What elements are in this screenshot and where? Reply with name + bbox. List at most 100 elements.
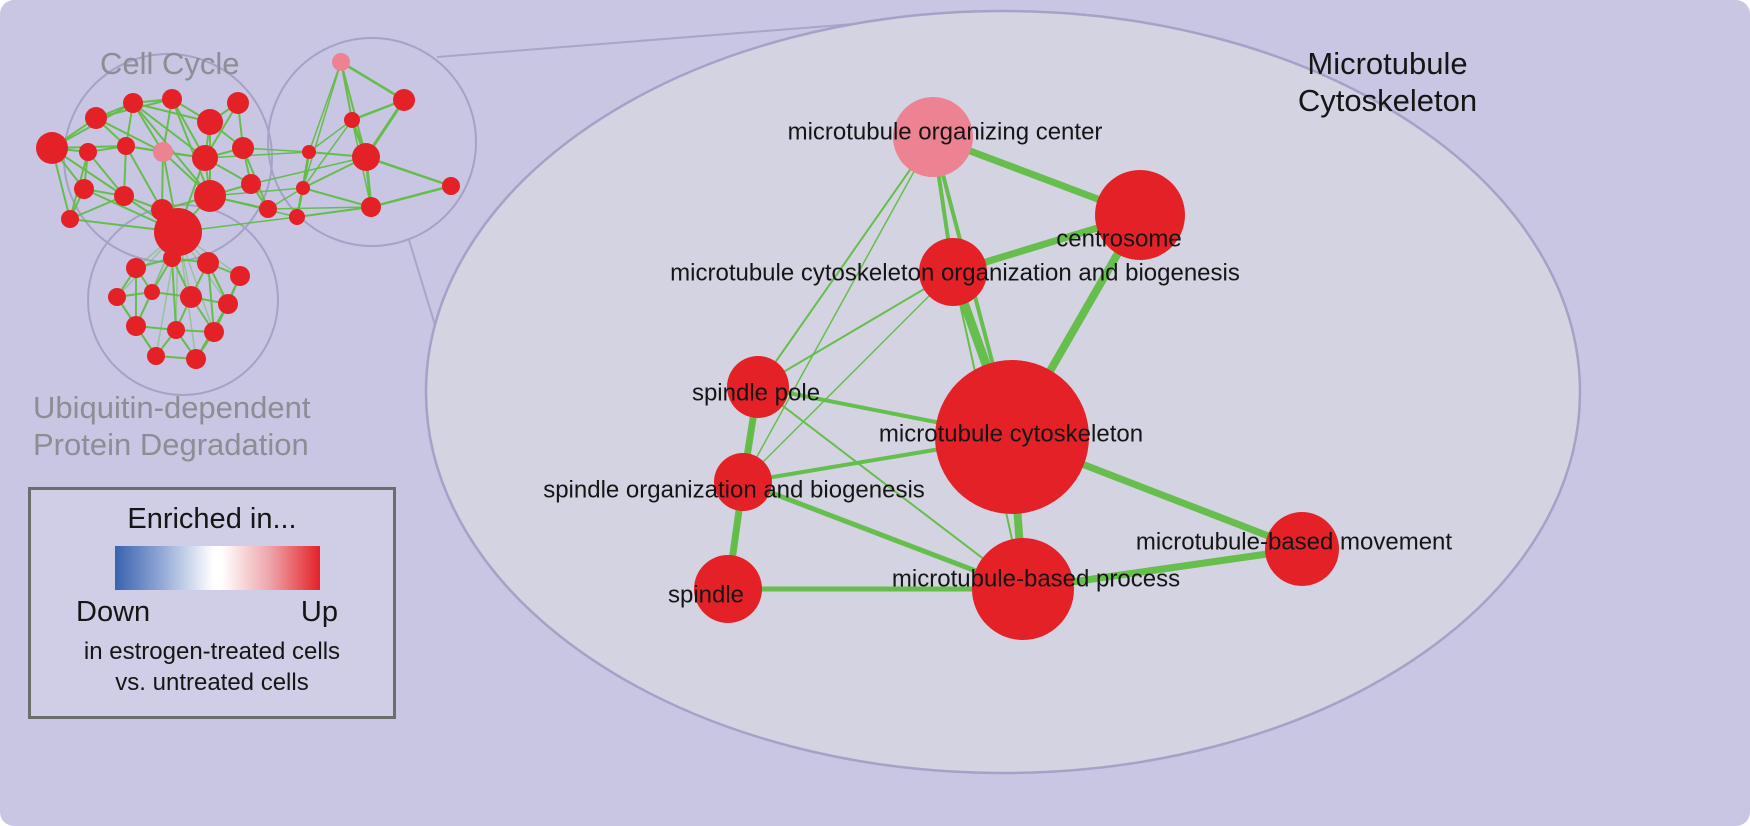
overview-node[interactable] xyxy=(302,145,316,159)
node-mcob[interactable] xyxy=(919,238,987,306)
overview-node[interactable] xyxy=(162,89,182,109)
overview-node[interactable] xyxy=(194,180,226,212)
overview-node[interactable] xyxy=(74,179,94,199)
overview-edge xyxy=(171,98,211,197)
overview-node[interactable] xyxy=(126,258,146,278)
edge-moc-sob xyxy=(742,136,934,483)
legend-gradient-bar xyxy=(115,546,320,590)
cluster-label-microtubule-line1: Microtubule xyxy=(1307,46,1468,81)
legend-caption-line1: in estrogen-treated cells xyxy=(83,638,341,665)
node-label-centrosome: centrosome xyxy=(1056,225,1181,252)
overview-node[interactable] xyxy=(186,349,206,369)
overview-node[interactable] xyxy=(163,249,181,267)
overview-node[interactable] xyxy=(197,109,223,135)
overview-edge xyxy=(204,151,310,159)
legend-caption-line2: vs. untreated cells xyxy=(115,669,309,697)
overview-node[interactable] xyxy=(108,288,126,306)
overview-edge xyxy=(250,156,367,185)
node-label-mbp: microtubule-based process xyxy=(892,565,1180,592)
node-label-mbm: microtubule-based movement xyxy=(1136,528,1452,555)
node-label-spindle: spindle xyxy=(668,581,744,608)
overview-edge xyxy=(340,61,367,158)
overview-edge xyxy=(207,262,215,333)
edge-moc-spindle_pole xyxy=(757,136,934,388)
overview-node[interactable] xyxy=(344,112,360,128)
overview-edge xyxy=(125,145,163,211)
overview-node[interactable] xyxy=(232,137,254,159)
overview-edge xyxy=(369,184,453,209)
overview-node[interactable] xyxy=(36,132,68,164)
node-mbp[interactable] xyxy=(972,538,1074,640)
overview-node[interactable] xyxy=(85,107,107,129)
overview-edge xyxy=(308,119,353,153)
cluster-label-microtubule-line2: Cytoskeleton xyxy=(1297,83,1478,119)
edge-mcob-sob xyxy=(742,271,954,483)
legend-title: Enriched in... xyxy=(127,503,297,535)
cluster-label-cell-cycle: Cell Cycle xyxy=(100,46,240,81)
legend-down-label: Down xyxy=(76,596,151,628)
legend-box: Enriched in... Down Up in estrogen-treat… xyxy=(28,487,396,719)
overview-node[interactable] xyxy=(126,316,146,336)
cluster-circle-microtubule-cytoskeleton xyxy=(267,37,477,247)
node-moc[interactable] xyxy=(893,97,973,177)
edge-mcob-spindle_pole xyxy=(757,271,954,388)
overview-edge xyxy=(267,206,372,210)
node-spindle_pole[interactable] xyxy=(727,356,789,418)
node-sob[interactable] xyxy=(714,453,772,511)
overview-edge xyxy=(339,60,406,102)
overview-edge xyxy=(132,102,211,123)
overview-node[interactable] xyxy=(218,294,238,314)
overview-edge xyxy=(95,117,164,153)
overview-node[interactable] xyxy=(197,252,219,274)
cluster-label-ubiquitin-line1: Ubiquitin-dependent xyxy=(33,390,311,425)
overview-node[interactable] xyxy=(393,89,415,111)
overview-node[interactable] xyxy=(144,284,160,300)
edge-spindle_pole-mbp xyxy=(757,386,1024,590)
overview-node[interactable] xyxy=(241,174,261,194)
overview-node[interactable] xyxy=(180,286,202,308)
overview-edge xyxy=(302,61,342,189)
overview-edge xyxy=(296,206,372,218)
overview-node[interactable] xyxy=(442,177,460,195)
overview-node[interactable] xyxy=(227,92,249,114)
overview-node[interactable] xyxy=(114,186,134,206)
overview-node[interactable] xyxy=(259,200,277,218)
node-centrosome[interactable] xyxy=(1095,170,1185,260)
node-label-spindle_pole: spindle pole xyxy=(692,379,820,406)
overview-node[interactable] xyxy=(117,137,135,155)
overview-node[interactable] xyxy=(192,145,218,171)
overview-edge xyxy=(364,155,453,188)
node-label-mcob: microtubule cytoskeleton organization an… xyxy=(670,259,1240,286)
node-label-sob: spindle organization and biogenesis xyxy=(543,476,925,503)
overview-node[interactable] xyxy=(61,210,79,228)
overview-node[interactable] xyxy=(361,197,381,217)
node-label-mc: microtubule cytoskeleton xyxy=(879,420,1143,447)
overview-node[interactable] xyxy=(79,143,97,161)
node-label-moc: microtubule organizing center xyxy=(788,118,1103,145)
overview-node[interactable] xyxy=(147,347,165,365)
overview-node[interactable] xyxy=(204,322,224,342)
overview-node[interactable] xyxy=(154,208,202,256)
node-mc[interactable] xyxy=(935,360,1089,514)
overview-edge xyxy=(302,187,372,208)
cluster-label-ubiquitin-line2: Protein Degradation xyxy=(33,426,309,462)
overview-node[interactable] xyxy=(153,142,173,162)
overview-node[interactable] xyxy=(167,321,185,339)
cluster-label-microtubule: Microtubule Cytoskeleton xyxy=(1280,45,1495,119)
node-spindle[interactable] xyxy=(694,555,762,623)
overview-node[interactable] xyxy=(123,93,143,113)
legend-up-label: Up xyxy=(300,596,338,628)
overview-node[interactable] xyxy=(296,181,310,195)
overview-node[interactable] xyxy=(352,143,380,171)
node-mbm[interactable] xyxy=(1265,512,1339,586)
cluster-label-ubiquitin: Ubiquitin-dependent Protein Degradation xyxy=(33,390,311,463)
legend-downup-row: Down Up xyxy=(31,590,393,629)
overview-edge xyxy=(308,61,342,153)
cluster-circle-ubiquitin xyxy=(87,204,279,396)
overview-node[interactable] xyxy=(332,53,350,71)
overview-node[interactable] xyxy=(289,209,305,225)
overview-node[interactable] xyxy=(230,266,250,286)
overview-edge xyxy=(242,147,310,153)
